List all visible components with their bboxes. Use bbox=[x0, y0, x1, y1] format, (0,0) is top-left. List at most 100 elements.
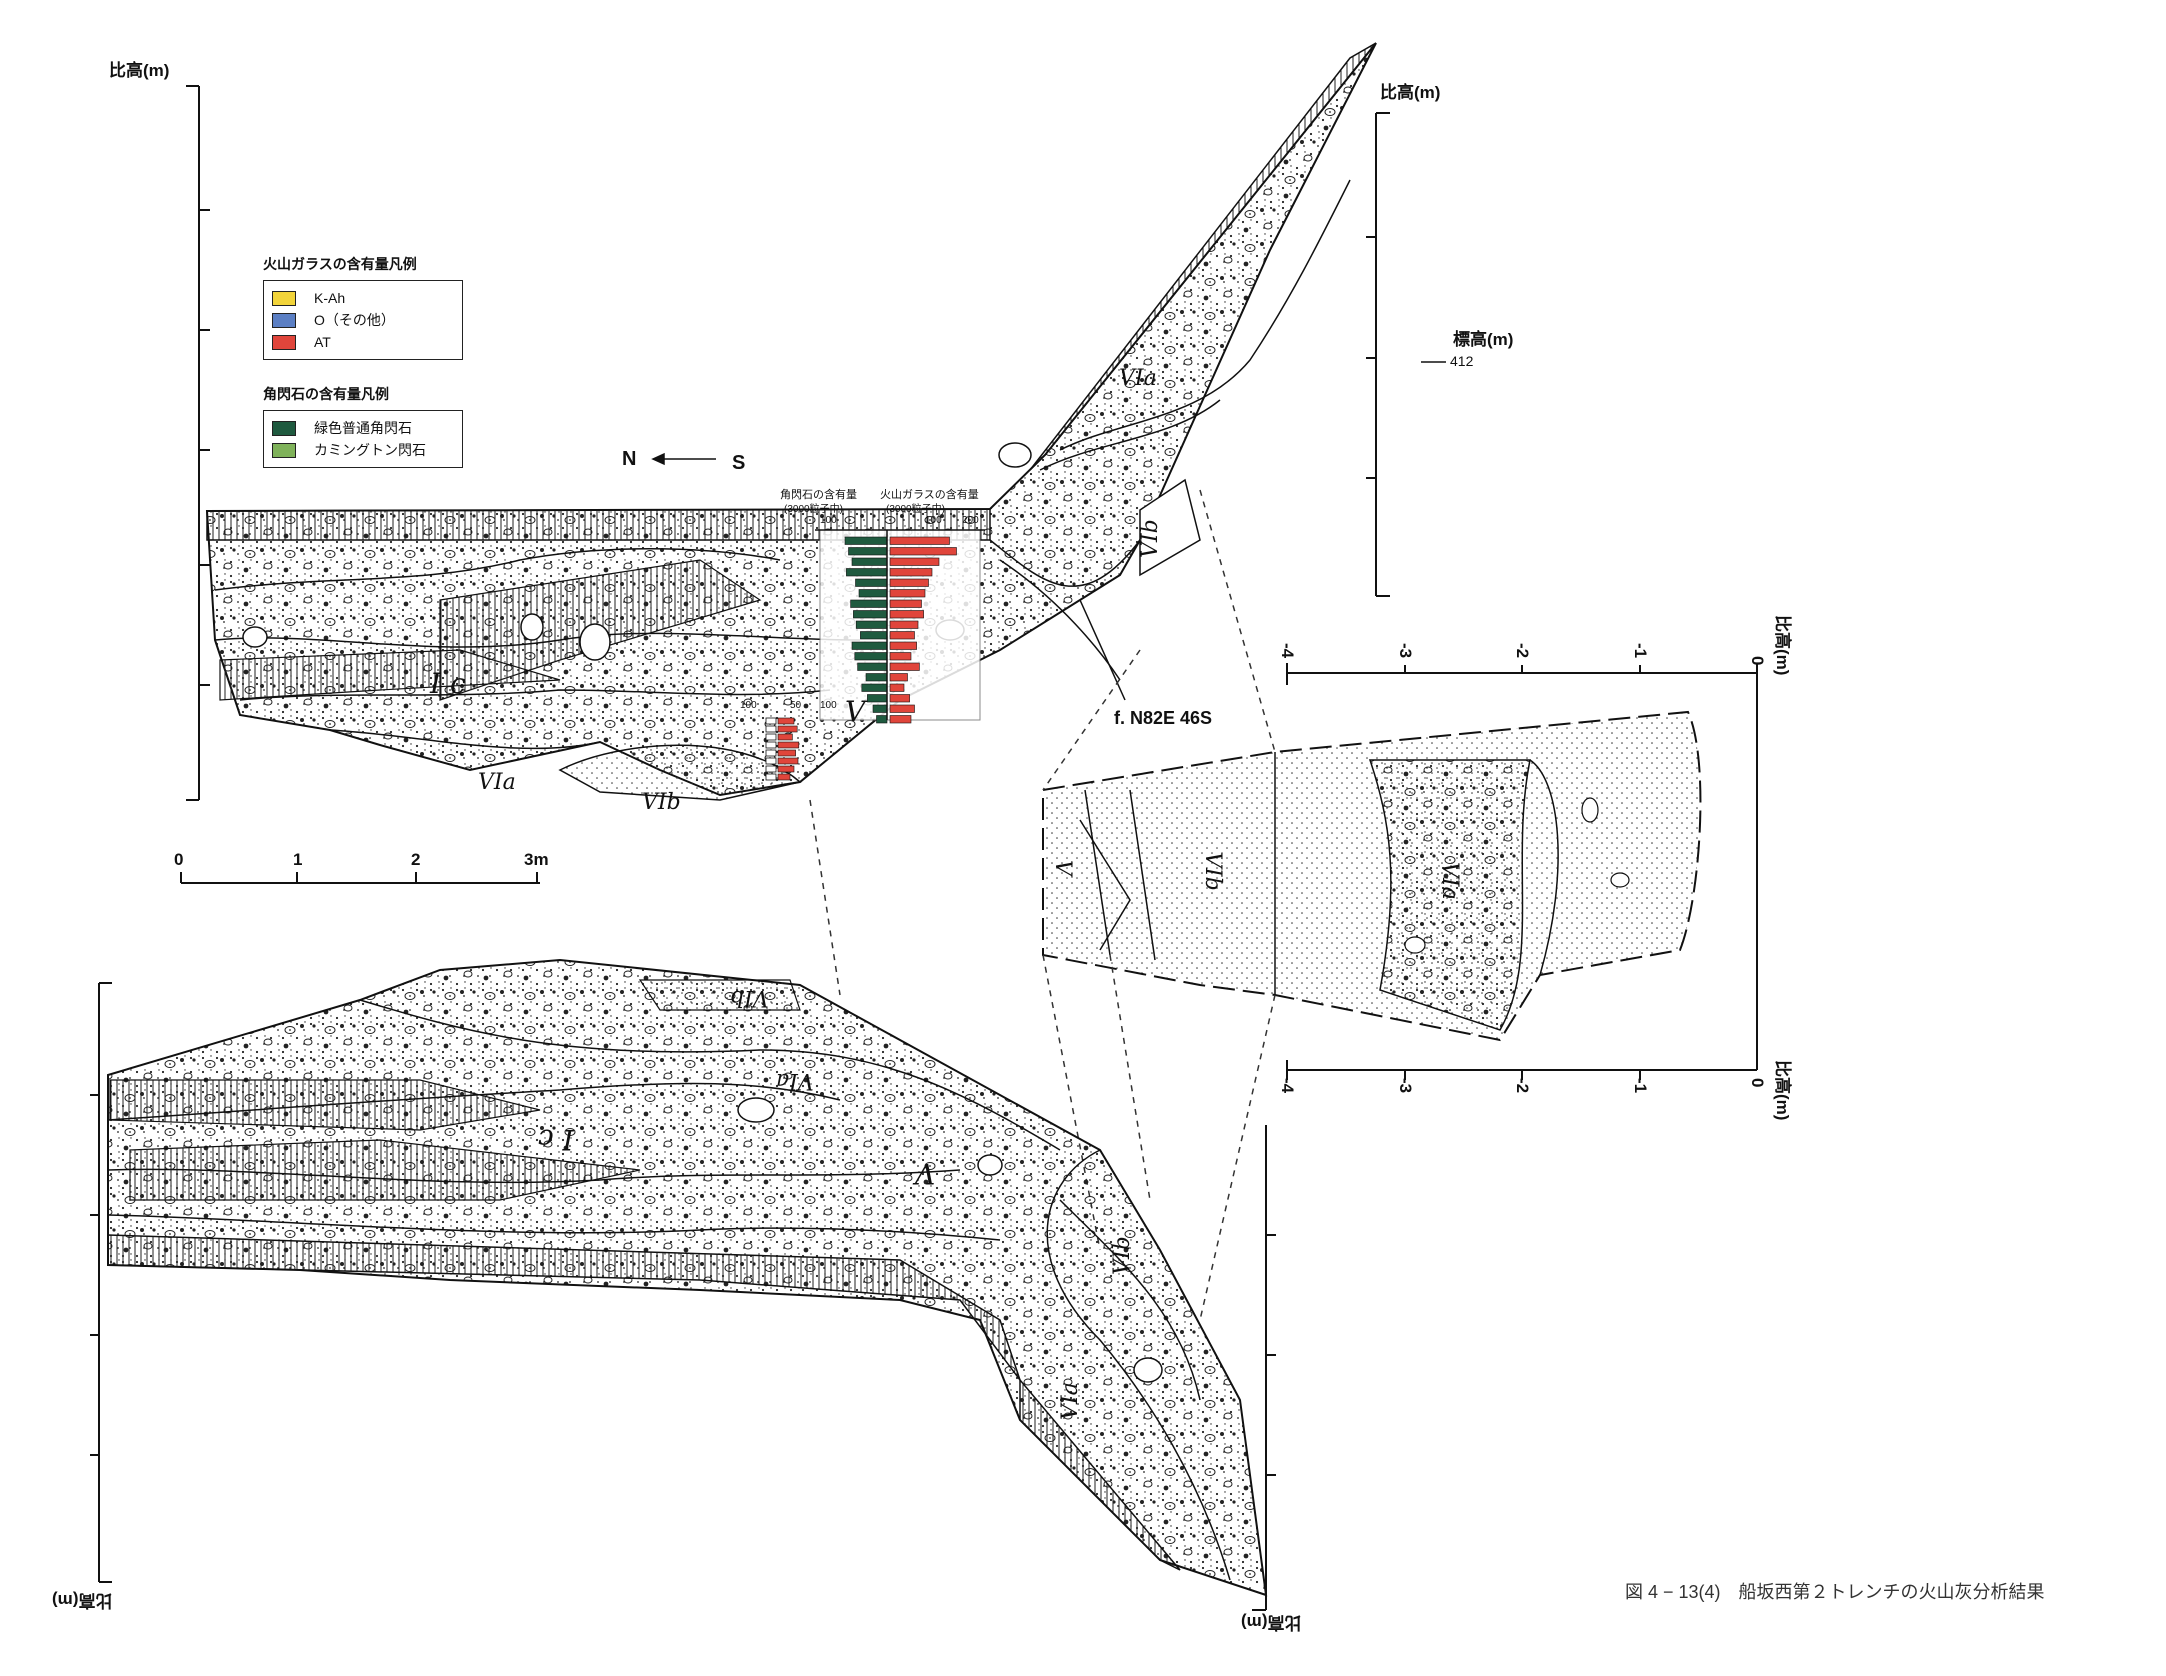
hornblende-bar bbox=[853, 610, 888, 619]
lower-sample-marker bbox=[765, 757, 777, 765]
hornblende-legend: 角閃石の含有量凡例 緑色普通角閃石 カミングトン閃石 bbox=[263, 384, 463, 468]
layer-label-via-lower-right: VIa bbox=[1058, 1382, 1083, 1420]
layer-label-vib-wall: VIb bbox=[1200, 852, 1225, 891]
hornblende-bar bbox=[876, 715, 888, 724]
layer-label-ic-lower: I c bbox=[538, 1123, 574, 1156]
hornblende-bar bbox=[855, 620, 888, 629]
hornblende-bar bbox=[844, 536, 888, 545]
wall-tick-top-minus3: -3 bbox=[1396, 643, 1415, 659]
wall-tick-top-minus4: -4 bbox=[1278, 643, 1297, 659]
at-glass-bar bbox=[889, 715, 912, 724]
hornblende-bar bbox=[865, 673, 888, 682]
swatch-cummingtonite bbox=[272, 442, 296, 458]
figure-caption: 図 4 − 13(4) 船坂西第２トレンチの火山灰分析結果 bbox=[1625, 1582, 2045, 1602]
wall-tick-bottom-minus3: -3 bbox=[1396, 1078, 1415, 1094]
glass-legend-title: 火山ガラスの含有量凡例 bbox=[263, 256, 417, 272]
hornblende-bar bbox=[851, 641, 888, 650]
hornblende-bar bbox=[851, 557, 888, 566]
wall-tick-top-minus1: -1 bbox=[1631, 643, 1650, 659]
hornblende-bar bbox=[857, 662, 888, 671]
upper-right-axis bbox=[1366, 112, 1446, 597]
lower-sample-marker bbox=[765, 773, 777, 781]
scale-tick-1: 1 bbox=[293, 850, 303, 869]
lower-sample-marker bbox=[765, 717, 777, 725]
lower-scale-mid: 50 bbox=[790, 700, 802, 711]
layer-label-vib-lower-top: VIb bbox=[730, 985, 769, 1010]
fault-label: f. N82E 46S bbox=[1114, 708, 1213, 728]
lower-scale-right: 100 bbox=[820, 700, 837, 711]
at-glass-bar bbox=[889, 652, 912, 661]
layer-label-vib-lower-right: VIb bbox=[1110, 1236, 1135, 1275]
at-glass-bar bbox=[889, 568, 933, 577]
lower-at-glass-bar bbox=[777, 733, 793, 741]
elevation-label: 標高(m) bbox=[1453, 330, 1514, 349]
analysis-column-axis bbox=[815, 529, 985, 720]
layer-label-via-upper-left: VIa bbox=[478, 770, 516, 795]
section-connector-lines bbox=[809, 489, 1276, 1321]
at-glass-bar bbox=[889, 631, 915, 640]
lower-sample-marker bbox=[765, 733, 777, 741]
lower-sample-marker bbox=[765, 749, 777, 757]
lower-sample-marker bbox=[765, 725, 777, 733]
lower-right-axis bbox=[1252, 1125, 1276, 1611]
scale-tick-3m: 3m bbox=[524, 850, 549, 869]
glass-header-sub: (3000粒子中) bbox=[886, 504, 945, 515]
at-glass-bar bbox=[889, 673, 908, 682]
hornblende-bar bbox=[861, 683, 888, 692]
legend-item-cummingtonite-label: カミングトン閃石 bbox=[314, 442, 426, 458]
lower-left-axis-label: 比高(m) bbox=[52, 1591, 113, 1610]
hornblende-legend-box: 緑色普通角閃石 カミングトン閃石 bbox=[263, 410, 463, 468]
at-glass-bar bbox=[889, 610, 924, 619]
lower-at-glass-bar bbox=[777, 717, 795, 725]
layer-label-ic-upper: I c bbox=[430, 667, 466, 700]
lower-sample-marker bbox=[765, 765, 777, 773]
at-glass-bar bbox=[889, 557, 940, 566]
hornblende-header-sub: (3000粒子中) bbox=[784, 504, 843, 515]
layer-label-via-upper-right: VIa bbox=[1119, 366, 1157, 391]
legend-item-kah: K-Ah bbox=[272, 287, 452, 309]
wall-tick-bottom-minus1: -1 bbox=[1631, 1078, 1650, 1094]
scale-tick-2: 2 bbox=[411, 850, 421, 869]
lower-sample-marker bbox=[765, 741, 777, 749]
upper-left-axis-label: 比高(m) bbox=[109, 61, 170, 80]
wall-tick-top-minus2: -2 bbox=[1513, 643, 1532, 659]
glass-legend-box: K-Ah O（その他） AT bbox=[263, 280, 463, 360]
hornblende-bar bbox=[858, 589, 888, 598]
legend-item-cummingtonite: カミングトン閃石 bbox=[272, 439, 452, 461]
legend-item-at-label: AT bbox=[314, 334, 331, 350]
at-glass-bar bbox=[889, 620, 919, 629]
lower-at-glass-bar bbox=[777, 741, 800, 749]
hornblende-scale: 100 bbox=[820, 515, 837, 526]
swatch-other bbox=[272, 312, 296, 328]
scale-tick-0: 0 bbox=[174, 850, 184, 869]
layer-label-via-lower: VIa bbox=[776, 1068, 814, 1093]
wall-tick-bottom-0: 0 bbox=[1748, 1078, 1767, 1088]
layer-label-via-wall: VIa bbox=[1437, 862, 1462, 900]
swatch-green-hornblende bbox=[272, 420, 296, 436]
layer-label-vib-upper-right: VIb bbox=[1138, 519, 1163, 558]
layer-label-vib-upper-left: VIb bbox=[642, 790, 681, 815]
legend-item-kah-label: K-Ah bbox=[314, 290, 346, 306]
glass-scale-end: 200 bbox=[962, 515, 979, 526]
lower-at-glass-bar bbox=[777, 757, 799, 765]
layer-label-v-upper: V bbox=[845, 695, 866, 728]
glass-legend: 火山ガラスの含有量凡例 K-Ah O（その他） AT bbox=[263, 254, 463, 360]
swatch-at bbox=[272, 334, 296, 350]
lower-at-glass-bar bbox=[777, 773, 791, 781]
hornblende-legend-title: 角閃石の含有量凡例 bbox=[263, 386, 389, 402]
at-glass-bar bbox=[889, 704, 915, 713]
hornblende-bar bbox=[860, 631, 888, 640]
at-glass-bar bbox=[889, 599, 922, 608]
upper-left-axis bbox=[186, 85, 210, 801]
swatch-kah bbox=[272, 290, 296, 306]
legend-item-at: AT bbox=[272, 331, 452, 353]
hornblende-bar bbox=[848, 547, 888, 556]
wall-tick-top-0: 0 bbox=[1748, 656, 1767, 666]
legend-item-other: O（その他） bbox=[272, 309, 452, 331]
lower-trench-section bbox=[107, 958, 1268, 1597]
legend-item-green-hornblende: 緑色普通角閃石 bbox=[272, 417, 452, 439]
hornblende-bar bbox=[854, 652, 888, 661]
legend-item-green-hornblende-label: 緑色普通角閃石 bbox=[314, 420, 412, 436]
lower-scale-left: 100 bbox=[740, 700, 757, 711]
